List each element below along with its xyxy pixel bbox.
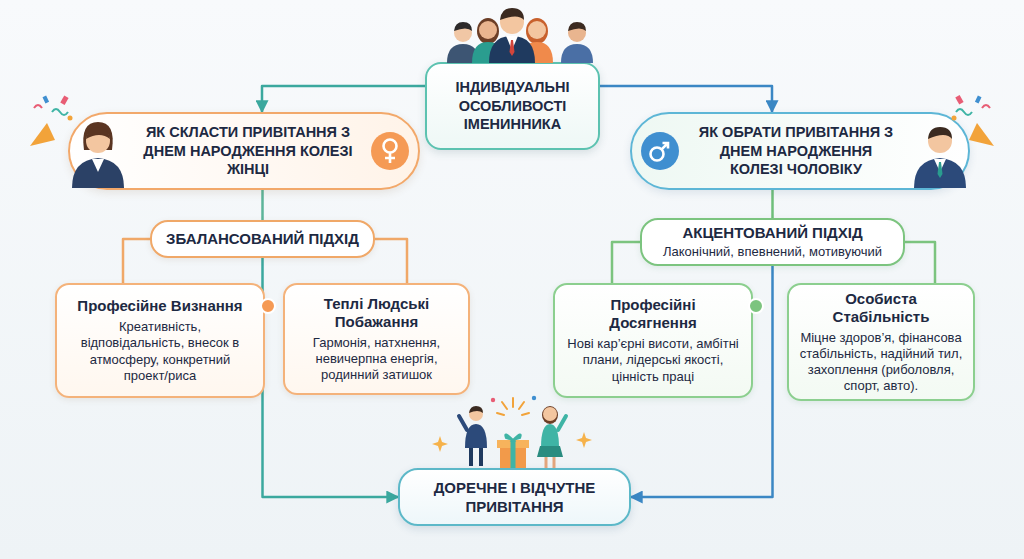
aspect-card: Особиста СтабільністьМіцне здоров’я, фін… (787, 283, 975, 401)
person-hair (469, 406, 483, 413)
aspect-card: Професійні ДосягненняНові кар’єрні висот… (553, 283, 753, 398)
node-text: Лаконічний, впевнений, мотивуючий (663, 244, 882, 260)
node-heading: Професійні Досягнення (565, 296, 741, 332)
result-box: ДОРЕЧНЕ І ВІДЧУТНЕ ПРИВІТАННЯ (398, 468, 631, 526)
node-heading: Особиста Стабільність (799, 290, 963, 326)
person-body (489, 36, 535, 63)
topic-box: ІНДИВІДУАЛЬНІ ОСОБЛИВОСТІ ІМЕНИННИКА (425, 62, 600, 150)
flow-connector (261, 190, 264, 220)
confetti-streamer (956, 109, 972, 115)
person-head (528, 21, 546, 39)
person-head (454, 24, 472, 42)
flow-connector (123, 239, 150, 283)
person-hair (477, 18, 499, 44)
flow-connector (262, 86, 425, 112)
aspect-card: Професійне ВизнанняКреативність, відпові… (55, 283, 265, 398)
flow-connector (905, 242, 935, 283)
approach-box: АКЦЕНТОВАНИЙ ПІДХІД Лаконічний, впевнений… (640, 218, 905, 266)
flow-connector (375, 239, 407, 283)
person-arm (558, 416, 566, 430)
party-popper (969, 123, 994, 146)
confetti-dot (532, 396, 536, 400)
approach-box: ЗБАЛАНСОВАНИЙ ПІДХІД (150, 220, 375, 258)
aspect-card: Теплі Людські ПобажанняГармонія, натхнен… (283, 283, 470, 395)
person-head (479, 21, 497, 39)
confetti-piece (955, 95, 963, 104)
person-hair (454, 22, 472, 31)
person-hair (568, 22, 586, 31)
person-tie (510, 40, 515, 56)
confetti-streamer (34, 105, 42, 108)
person-arm (459, 416, 467, 430)
person-skirt (537, 446, 563, 457)
party-popper (30, 123, 55, 146)
person-hair (542, 406, 558, 424)
gift-bow (505, 434, 520, 440)
node-heading: ІНДИВІДУАЛЬНІ ОСОБЛИВОСТІ ІМЕНИННИКА (427, 78, 598, 135)
node-heading: ЯК СКЛАСТИ ПРИВІТАННЯ З ДНЕМ НАРОДЖЕННЯ … (142, 123, 354, 180)
person-head (500, 10, 524, 34)
confetti-piece (975, 96, 982, 104)
header-box: ЯК СКЛАСТИ ПРИВІТАННЯ З ДНЕМ НАРОДЖЕННЯ … (68, 112, 420, 190)
person-head (568, 24, 586, 42)
flow-connector (612, 242, 640, 283)
flow-connector (771, 190, 774, 218)
node-heading: ЗБАЛАНСОВАНИЙ ПІДХІД (166, 230, 359, 248)
gift-lid (497, 440, 529, 448)
node-heading: ДОРЕЧНЕ І ВІДЧУТНЕ ПРИВІТАННЯ (408, 478, 621, 517)
sparkle-star (432, 436, 448, 452)
confetti-piece (42, 96, 49, 104)
person-hair (526, 18, 548, 44)
person-body (561, 44, 593, 63)
person-body (541, 424, 559, 448)
node-text: Нові кар’єрні висоти, амбітні плани, лід… (565, 336, 741, 385)
person-body (447, 44, 479, 63)
person-head (469, 407, 483, 421)
confetti-streamer (982, 105, 990, 108)
sparkle-star (576, 432, 592, 448)
celebration-illustration (432, 396, 592, 468)
node-heading: Професійне Визнання (77, 297, 242, 315)
gift-ribbon (511, 440, 516, 468)
node-text: Гармонія, натхнення, невичерпна енергія,… (295, 335, 458, 384)
person-legs (471, 446, 481, 466)
person-body (465, 424, 487, 448)
node-heading: ЯК ОБРАТИ ПРИВІТАННЯ З ДНЕМ НАРОДЖЕННЯ К… (694, 123, 898, 180)
person-body (472, 42, 504, 63)
confetti-streamer (52, 109, 68, 115)
flow-connector (600, 86, 772, 112)
person-shirt (506, 36, 518, 50)
confetti-piece (60, 96, 68, 105)
person-legs (546, 456, 554, 468)
confetti-left (30, 96, 73, 146)
node-heading: АКЦЕНТОВАНИЙ ПІДХІД (682, 224, 862, 242)
node-text: Креативність, відповідальність, внесок в… (67, 319, 253, 384)
node-heading: Теплі Людські Побажання (295, 295, 458, 331)
confetti-dot (68, 116, 73, 121)
person-body (521, 42, 553, 63)
team-illustration (447, 8, 593, 63)
sparkle-rays (497, 398, 529, 415)
confetti-dot (491, 398, 495, 402)
person-head (543, 407, 557, 421)
header-box: ЯК ОБРАТИ ПРИВІТАННЯ З ДНЕМ НАРОДЖЕННЯ К… (630, 112, 970, 190)
gift-box (500, 446, 526, 468)
person-hair (500, 8, 524, 20)
node-text: Міцне здоров’я, фінансова стабільність, … (799, 330, 963, 395)
